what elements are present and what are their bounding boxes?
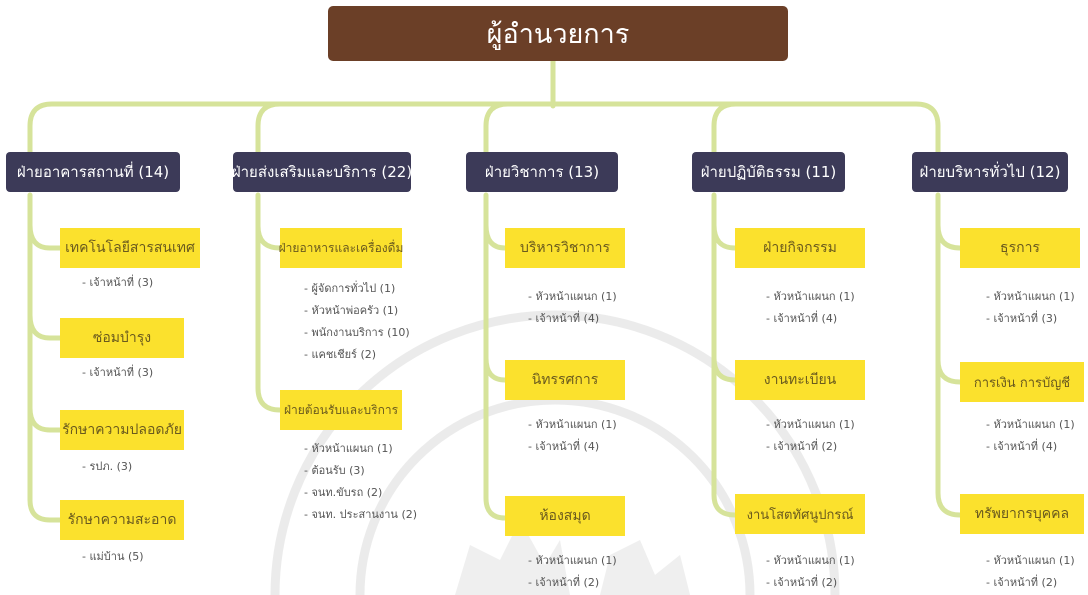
staff-item: พนักงานบริการ (10) <box>304 322 409 344</box>
staff-item: ต้อนรับ (3) <box>304 460 417 482</box>
unit-general-affairs-staff: หัวหน้าแผนก (1) เจ้าหน้าที่ (3) <box>986 286 1075 330</box>
staff-item: หัวหน้าแผนก (1) <box>986 414 1074 436</box>
staff-item: เจ้าหน้าที่ (2) <box>766 436 855 458</box>
staff-item: หัวหน้าแผนก (1) <box>766 414 854 436</box>
unit-finance-staff: หัวหน้าแผนก (1) เจ้าหน้าที่ (4) <box>986 414 1075 458</box>
department-promotion: ฝ่ายส่งเสริมและบริการ (22) <box>232 152 412 192</box>
unit-reception-staff: หัวหน้าแผนก (1) ต้อนรับ (3) จนท.ขับรถ (2… <box>304 438 417 526</box>
staff-item: จนท. ประสานงาน (2) <box>304 504 417 526</box>
staff-item: รปภ. (3) <box>82 456 132 478</box>
unit-exhibition: นิทรรศการ <box>505 360 625 400</box>
unit-library-staff: หัวหน้าแผนก (1) เจ้าหน้าที่ (2) <box>528 550 617 594</box>
staff-item: หัวหน้าแผนก (1) <box>528 414 616 436</box>
unit-maintenance: ซ่อมบำรุง <box>60 318 184 358</box>
unit-food-beverage-staff: ผู้จัดการทั่วไป (1) หัวหน้าพ่อครัว (1) พ… <box>304 278 410 366</box>
unit-it-staff: เจ้าหน้าที่ (3) <box>82 272 153 294</box>
department-admin: ฝ่ายบริหารทั่วไป (12) <box>912 152 1068 192</box>
department-building: ฝ่ายอาคารสถานที่ (14) <box>6 152 180 192</box>
director-box: ผู้อำนวยการ <box>328 6 788 61</box>
staff-item: เจ้าหน้าที่ (3) <box>986 308 1075 330</box>
staff-item: เจ้าหน้าที่ (4) <box>528 436 617 458</box>
unit-human-resources: ทรัพยากรบุคคล <box>960 494 1084 534</box>
staff-item: เจ้าหน้าที่ (4) <box>766 308 855 330</box>
unit-reception: ฝ่ายต้อนรับและบริการ <box>280 390 402 430</box>
staff-item: แม่บ้าน (5) <box>82 546 143 568</box>
staff-item: หัวหน้าแผนก (1) <box>766 550 854 572</box>
department-academic: ฝ่ายวิชาการ (13) <box>466 152 618 192</box>
staff-item: หัวหน้าแผนก (1) <box>304 438 417 460</box>
unit-exhibition-staff: หัวหน้าแผนก (1) เจ้าหน้าที่ (4) <box>528 414 617 458</box>
staff-item: หัวหน้าแผนก (1) <box>528 286 616 308</box>
staff-item: เจ้าหน้าที่ (4) <box>986 436 1075 458</box>
department-practice: ฝ่ายปฏิบัติธรรม (11) <box>692 152 845 192</box>
staff-item: หัวหน้าแผนก (1) <box>986 286 1074 308</box>
unit-academic-admin: บริหารวิชาการ <box>505 228 625 268</box>
unit-general-affairs: ธุรการ <box>960 228 1080 268</box>
unit-library: ห้องสมุด <box>505 496 625 536</box>
unit-cleaning: รักษาความสะอาด <box>60 500 184 540</box>
staff-item: เจ้าหน้าที่ (3) <box>82 272 153 294</box>
unit-registration-staff: หัวหน้าแผนก (1) เจ้าหน้าที่ (2) <box>766 414 855 458</box>
unit-maintenance-staff: เจ้าหน้าที่ (3) <box>82 362 153 384</box>
staff-item: เจ้าหน้าที่ (2) <box>766 572 855 594</box>
unit-activities-staff: หัวหน้าแผนก (1) เจ้าหน้าที่ (4) <box>766 286 855 330</box>
staff-item: จนท.ขับรถ (2) <box>304 482 417 504</box>
unit-cleaning-staff: แม่บ้าน (5) <box>82 546 143 568</box>
staff-item: แคชเชียร์ (2) <box>304 344 410 366</box>
staff-item: หัวหน้าแผนก (1) <box>986 550 1074 572</box>
unit-registration: งานทะเบียน <box>735 360 865 400</box>
staff-item: เจ้าหน้าที่ (4) <box>528 308 617 330</box>
staff-item: หัวหน้าพ่อครัว (1) <box>304 300 410 322</box>
staff-item: เจ้าหน้าที่ (2) <box>986 572 1075 594</box>
unit-security-staff: รปภ. (3) <box>82 456 132 478</box>
staff-item: หัวหน้าแผนก (1) <box>528 550 616 572</box>
unit-it: เทคโนโลยีสารสนเทศ <box>60 228 200 268</box>
unit-security: รักษาความปลอดภัย <box>60 410 184 450</box>
unit-audiovisual: งานโสตทัศนูปกรณ์ <box>735 494 865 534</box>
staff-item: หัวหน้าแผนก (1) <box>766 286 854 308</box>
staff-item: เจ้าหน้าที่ (3) <box>82 362 153 384</box>
unit-human-resources-staff: หัวหน้าแผนก (1) เจ้าหน้าที่ (2) <box>986 550 1075 594</box>
unit-food-beverage: ฝ่ายอาหารและเครื่องดื่ม <box>279 228 403 268</box>
unit-activities: ฝ่ายกิจกรรม <box>735 228 865 268</box>
staff-item: เจ้าหน้าที่ (2) <box>528 572 617 594</box>
unit-finance: การเงิน การบัญชี <box>960 362 1084 402</box>
staff-item: ผู้จัดการทั่วไป (1) <box>304 278 410 300</box>
unit-audiovisual-staff: หัวหน้าแผนก (1) เจ้าหน้าที่ (2) <box>766 550 855 594</box>
unit-academic-admin-staff: หัวหน้าแผนก (1) เจ้าหน้าที่ (4) <box>528 286 617 330</box>
